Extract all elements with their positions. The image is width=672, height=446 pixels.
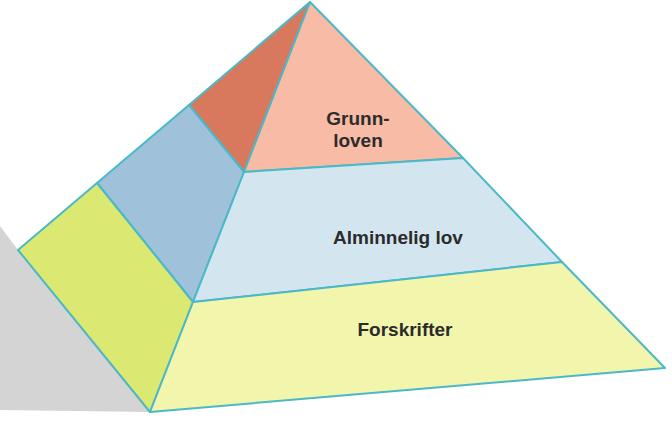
pyramid-band: Grunn- loven (242, 0, 465, 174)
band-outline (150, 262, 665, 412)
band-label: Alminnelig lov (333, 227, 463, 249)
pyramid-band: Forskrifter (148, 260, 667, 414)
band-outline (244, 2, 463, 172)
band-label: Forskrifter (357, 319, 452, 341)
band-label: Grunn- loven (326, 108, 389, 152)
